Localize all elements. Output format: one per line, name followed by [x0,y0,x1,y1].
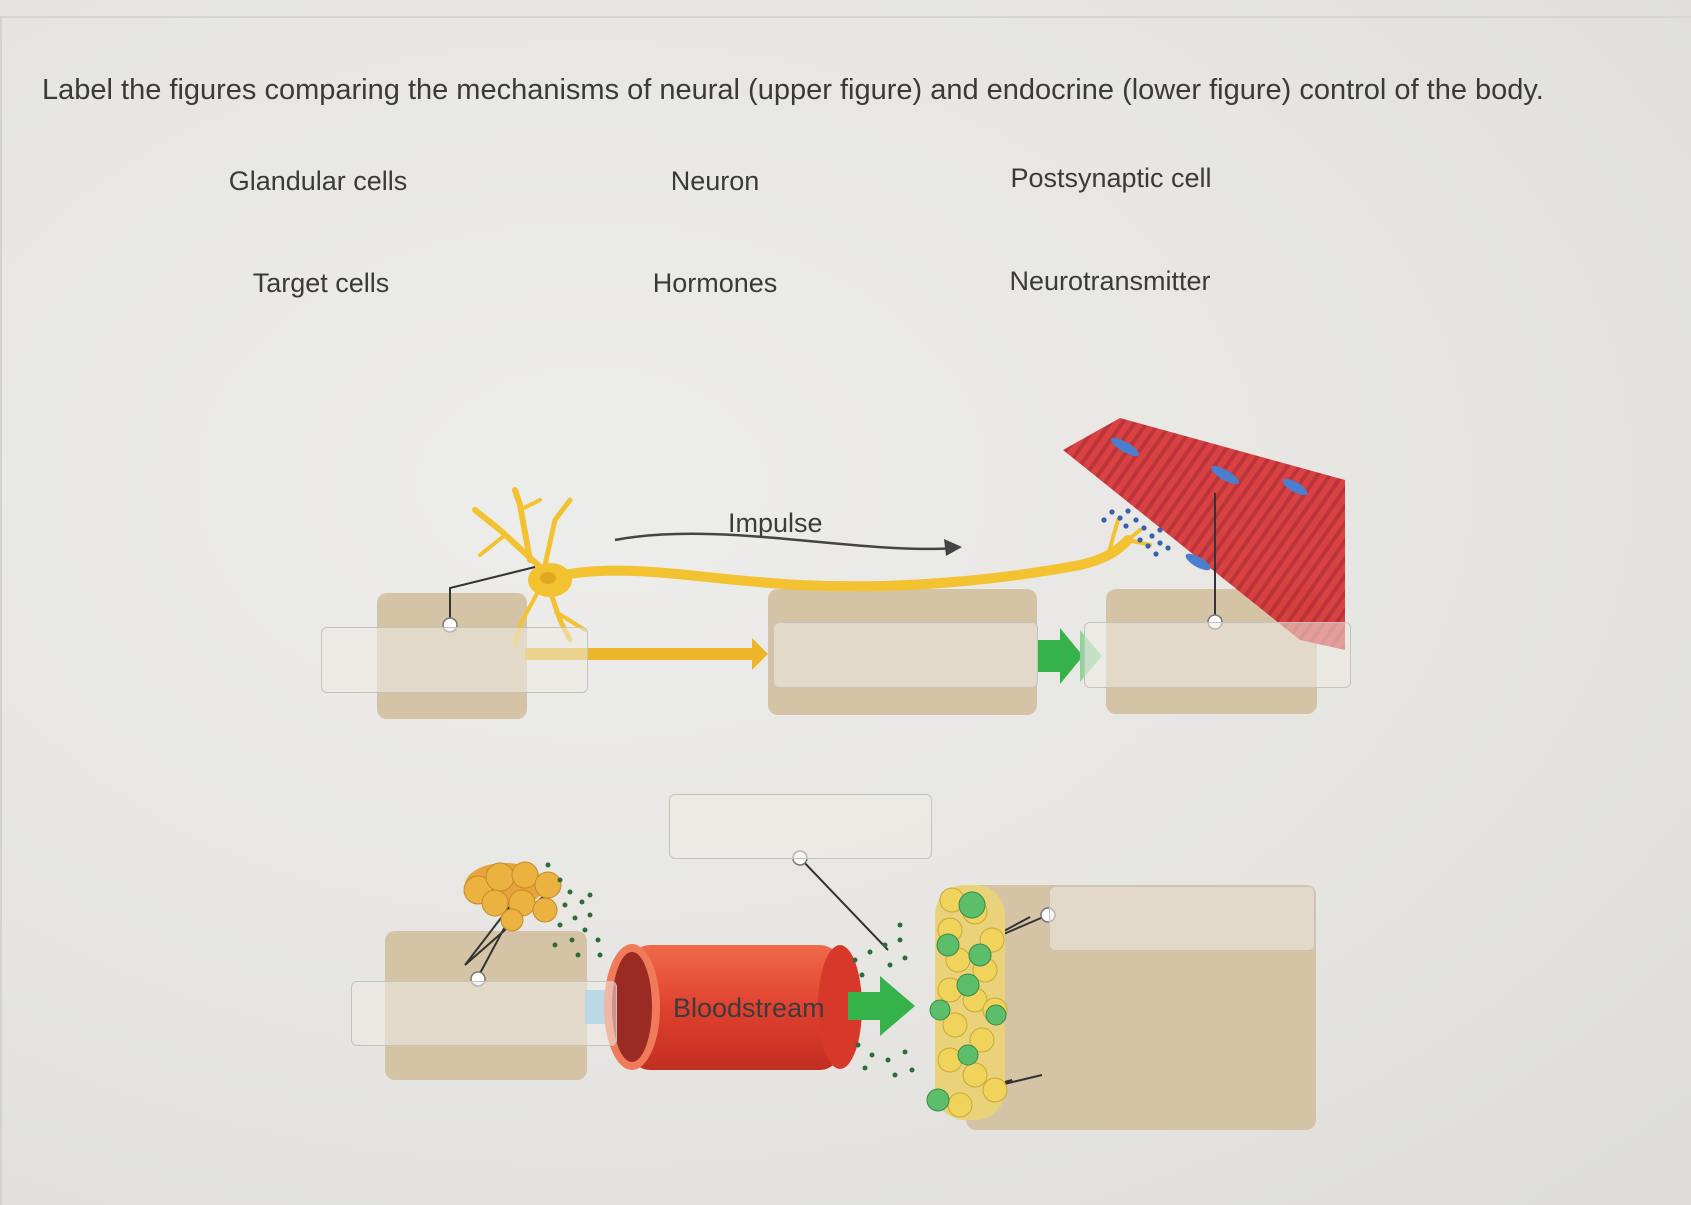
blood-vessel [604,944,862,1070]
question-instruction: Label the figures comparing the mechanis… [42,74,1544,106]
target-cells [926,885,1008,1120]
label-postsynaptic-cell[interactable]: Postsynaptic cell [1010,163,1212,193]
hormone-dots-gland [545,862,603,958]
label-glandular-cells[interactable]: Glandular cells [228,166,408,196]
muscle-fibers [1063,418,1345,650]
drop-target-target-cells[interactable] [1049,886,1315,951]
drop-target-neurotransmitter[interactable] [773,622,1038,688]
drop-target-hormones[interactable] [669,794,932,859]
drop-target-glandular[interactable] [351,981,617,1046]
label-target-cells[interactable]: Target cells [252,268,390,298]
frame-left-border [0,16,2,1205]
frame-top-border [0,16,1691,18]
hormone-dots-target [852,922,915,1078]
neurotransmitter-dots [1101,508,1171,557]
impulse-label: Impulse [728,508,823,538]
drop-target-neuron[interactable] [321,627,588,693]
label-neuron[interactable]: Neuron [670,166,760,196]
drop-target-postsynaptic[interactable] [1084,622,1351,688]
label-neurotransmitter[interactable]: Neurotransmitter [1009,266,1211,296]
bloodstream-label: Bloodstream [673,993,825,1023]
gland-cells [463,861,562,932]
label-hormones[interactable]: Hormones [652,268,778,298]
